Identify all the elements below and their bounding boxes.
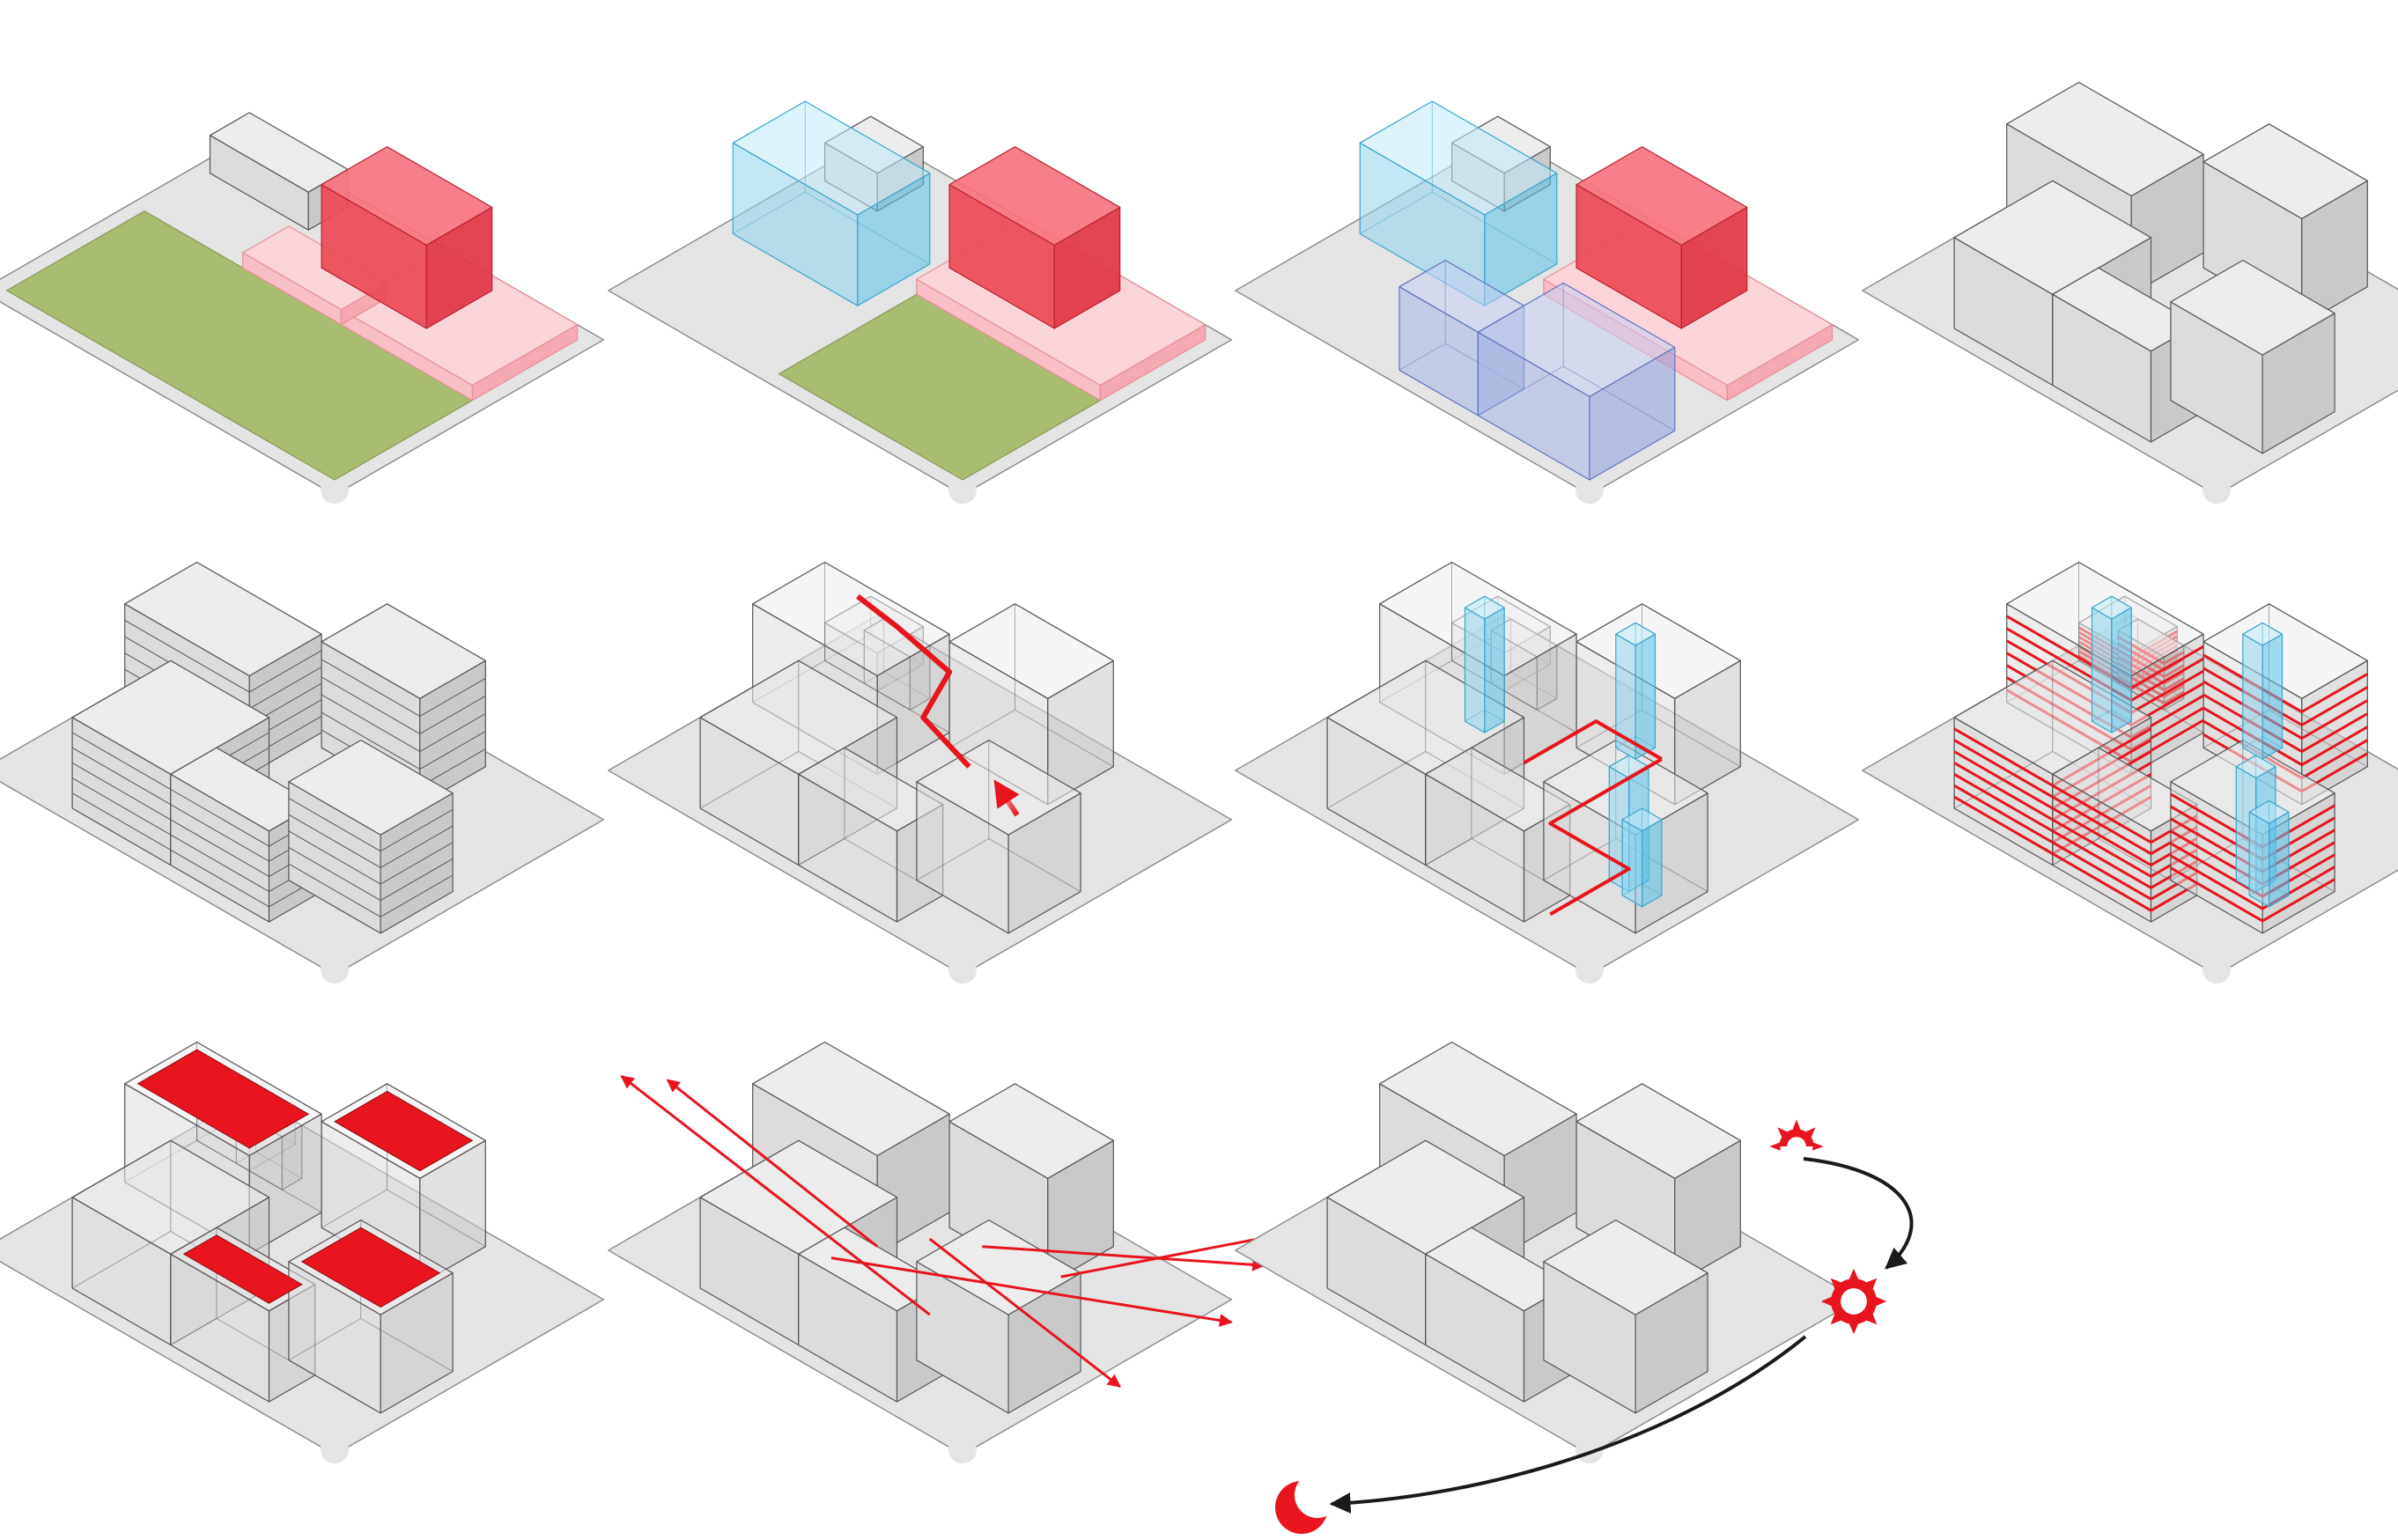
sun-icon (1820, 1268, 1887, 1335)
moon-icon (1275, 1472, 1340, 1534)
vertical-core (1615, 622, 1656, 760)
entry-arrow (992, 779, 1020, 817)
glass-block (732, 100, 931, 306)
diagram-panel-p3 (1235, 100, 1860, 505)
diagram-panel-p11 (1235, 1041, 1860, 1464)
sun-path (1275, 1119, 1914, 1534)
tower-block (948, 146, 1121, 329)
north-east-view-arrow (620, 1075, 931, 1316)
tower-block (1575, 146, 1748, 329)
diagram-panel-p4 (1862, 81, 2398, 505)
diagram-panel-p8 (1862, 561, 2398, 984)
sunrise-icon (1769, 1119, 1824, 1151)
vertical-core (1621, 807, 1663, 908)
floor-line (288, 798, 454, 852)
roof-terrace (182, 1234, 303, 1304)
circulation-path (855, 593, 971, 769)
north-west-view-arrow (928, 1237, 1121, 1388)
floor-line (288, 830, 454, 885)
south-view-arrow (982, 1245, 1266, 1271)
green-space (5, 210, 474, 481)
roof-terrace (333, 1090, 474, 1172)
floor-line (288, 863, 454, 917)
corridor-line (1523, 719, 1663, 765)
floor-line (2202, 706, 2369, 767)
floor-line (170, 849, 315, 908)
tower-block (321, 146, 493, 329)
floor-line (288, 814, 454, 868)
floor-line (2052, 852, 2198, 912)
floor-line (321, 694, 486, 753)
floor-line (124, 619, 322, 693)
floor-line (288, 846, 454, 902)
floor-line (2170, 854, 2335, 910)
floor-line (2202, 667, 2369, 727)
diagram-panel-p2 (608, 100, 1233, 505)
floor-line (321, 676, 486, 734)
building-east (1575, 1083, 1741, 1286)
east-view-arrow (666, 1079, 879, 1248)
south-west-view-arrow (830, 1256, 1233, 1327)
vertical-core (2091, 595, 2132, 733)
floor-line (321, 711, 486, 770)
diagram-panel-p1 (0, 112, 605, 505)
diagram-panel-p6 (608, 561, 1233, 984)
roof-terrace (137, 1049, 310, 1149)
blue-block (1477, 282, 1676, 481)
floor-line (2202, 693, 2369, 754)
corridor-line (1548, 757, 1663, 917)
floor-line (321, 659, 486, 717)
building-south (288, 739, 454, 934)
diagram-panel-p9 (0, 1041, 605, 1464)
vertical-core (1464, 595, 1505, 733)
floor-line (2202, 653, 2369, 714)
floor-line (2202, 680, 2369, 741)
sun-path-arrow (1803, 1157, 1914, 1270)
vertical-core (2248, 799, 2290, 908)
diagram-panel-p5 (0, 561, 605, 984)
diagram-panel-p10 (608, 1041, 1358, 1464)
diagram-panel-p7 (1235, 561, 1860, 984)
roof-terrace (300, 1227, 441, 1308)
sun-path-arrow (1329, 1335, 1807, 1514)
floor-line (2170, 866, 2335, 923)
building-south (2170, 260, 2335, 454)
building-south (1543, 1219, 1708, 1414)
vertical-core (2242, 622, 2284, 760)
